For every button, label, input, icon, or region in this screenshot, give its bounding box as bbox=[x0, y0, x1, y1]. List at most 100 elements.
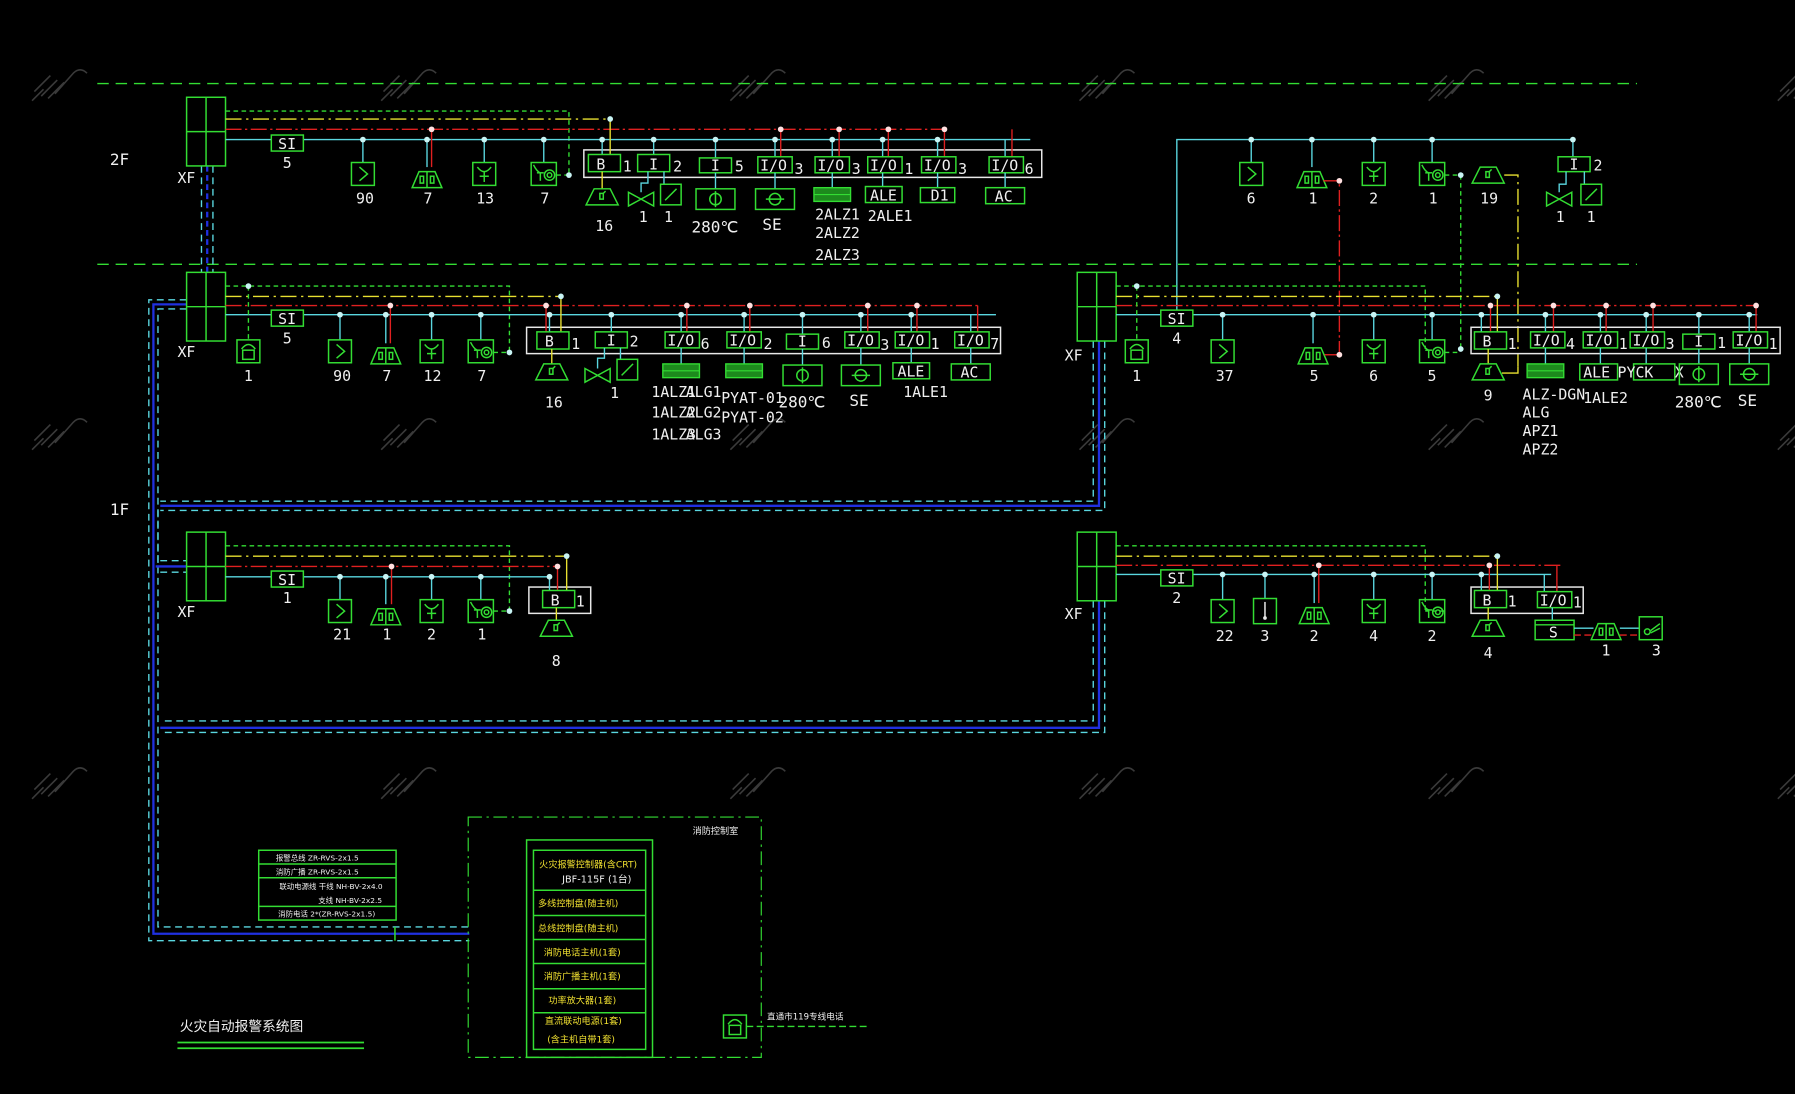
svg-text:XF: XF bbox=[177, 603, 195, 621]
svg-text:联动电源线 干线 NH-BV-2x4.0: 联动电源线 干线 NH-BV-2x4.0 bbox=[279, 881, 383, 891]
svg-text:4: 4 bbox=[1484, 644, 1493, 662]
svg-text:3: 3 bbox=[1666, 335, 1675, 353]
svg-text:报警总线 ZR-RVS-2x1.5: 报警总线 ZR-RVS-2x1.5 bbox=[276, 853, 359, 863]
svg-text:I/O: I/O bbox=[1533, 332, 1560, 350]
svg-text:S: S bbox=[1549, 623, 1558, 641]
svg-text:37: 37 bbox=[1216, 367, 1234, 385]
svg-text:XF: XF bbox=[177, 343, 195, 361]
svg-text:ALG: ALG bbox=[1523, 404, 1550, 422]
svg-text:AC: AC bbox=[995, 187, 1013, 205]
svg-text:1ALZ3: 1ALZ3 bbox=[651, 425, 696, 443]
svg-text:1: 1 bbox=[1508, 593, 1517, 611]
svg-text:消防广播主机(1套): 消防广播主机(1套) bbox=[544, 971, 621, 983]
svg-text:13: 13 bbox=[476, 190, 494, 208]
svg-text:5: 5 bbox=[1310, 367, 1319, 385]
svg-text:1ALE2: 1ALE2 bbox=[1583, 389, 1628, 407]
svg-text:I/O: I/O bbox=[1632, 332, 1659, 350]
svg-text:ALG2: ALG2 bbox=[686, 404, 722, 422]
svg-text:ALG1: ALG1 bbox=[686, 383, 722, 401]
svg-text:ALE: ALE bbox=[870, 186, 897, 204]
svg-text:16: 16 bbox=[595, 217, 613, 235]
svg-text:2ALZ1: 2ALZ1 bbox=[815, 206, 860, 224]
svg-text:I/O: I/O bbox=[667, 332, 694, 350]
svg-text:1: 1 bbox=[664, 208, 673, 226]
svg-text:I/O: I/O bbox=[870, 157, 897, 175]
svg-text:ALZ-DGN: ALZ-DGN bbox=[1523, 385, 1586, 403]
svg-text:6: 6 bbox=[1369, 367, 1378, 385]
direct-119-phone-icon bbox=[722, 1014, 748, 1039]
svg-text:I/O: I/O bbox=[847, 332, 874, 350]
svg-text:I/O: I/O bbox=[817, 157, 844, 175]
svg-text:2: 2 bbox=[764, 335, 773, 353]
svg-text:280℃: 280℃ bbox=[691, 217, 738, 236]
svg-text:2: 2 bbox=[1428, 627, 1437, 645]
svg-text:3: 3 bbox=[880, 336, 889, 354]
svg-text:2: 2 bbox=[630, 333, 639, 351]
fire-control-room: 消防控制室 火灾报警控制器(含CRT) JBF-115F (1台) 多线控制盘(… bbox=[467, 816, 868, 1059]
svg-text:4: 4 bbox=[1566, 335, 1575, 353]
svg-text:I: I bbox=[798, 333, 807, 351]
svg-text:7: 7 bbox=[424, 190, 433, 208]
floor-label-1f: 1F bbox=[110, 500, 129, 519]
svg-text:19: 19 bbox=[1480, 190, 1498, 208]
svg-text:2ALE1: 2ALE1 bbox=[868, 207, 913, 225]
svg-text:XF: XF bbox=[177, 169, 195, 187]
svg-text:2ALZ2: 2ALZ2 bbox=[815, 224, 860, 242]
svg-text:消防电话主机(1套): 消防电话主机(1套) bbox=[544, 947, 621, 959]
svg-text:B: B bbox=[1482, 333, 1491, 351]
svg-text:2: 2 bbox=[427, 626, 436, 644]
svg-text:1: 1 bbox=[1429, 190, 1438, 208]
svg-text:1: 1 bbox=[1508, 335, 1517, 353]
svg-text:1: 1 bbox=[1556, 208, 1565, 226]
svg-text:B: B bbox=[551, 591, 560, 609]
svg-text:XF: XF bbox=[1065, 605, 1083, 623]
svg-text:1: 1 bbox=[576, 593, 585, 611]
svg-text:5: 5 bbox=[1428, 367, 1437, 385]
riser-box-2f bbox=[185, 96, 227, 167]
svg-text:2ALZ3: 2ALZ3 bbox=[815, 246, 860, 264]
svg-text:消防控制室: 消防控制室 bbox=[693, 825, 739, 837]
svg-text:I: I bbox=[1569, 155, 1578, 173]
svg-text:3: 3 bbox=[794, 160, 803, 178]
svg-text:1: 1 bbox=[904, 160, 913, 178]
svg-text:消防广播 ZR-RVS-2x1.5: 消防广播 ZR-RVS-2x1.5 bbox=[276, 866, 359, 876]
svg-text:1: 1 bbox=[639, 208, 648, 226]
svg-text:1: 1 bbox=[477, 626, 486, 644]
svg-text:7: 7 bbox=[990, 335, 999, 353]
svg-text:2: 2 bbox=[1310, 627, 1319, 645]
svg-text:PYAT-02: PYAT-02 bbox=[721, 408, 784, 426]
svg-text:ALE: ALE bbox=[1583, 364, 1610, 382]
svg-text:SI: SI bbox=[1168, 310, 1186, 328]
svg-text:280℃: 280℃ bbox=[1675, 392, 1722, 411]
svg-text:多线控制盘(随主机): 多线控制盘(随主机) bbox=[538, 897, 618, 909]
svg-text:1: 1 bbox=[283, 589, 292, 607]
trunk-wiring bbox=[148, 165, 1106, 942]
svg-text:5: 5 bbox=[283, 329, 292, 347]
svg-text:1: 1 bbox=[571, 335, 580, 353]
svg-text:1: 1 bbox=[1587, 208, 1596, 226]
svg-text:1: 1 bbox=[1619, 335, 1628, 353]
svg-text:1ALZ2: 1ALZ2 bbox=[651, 404, 696, 422]
svg-text:I: I bbox=[649, 155, 658, 173]
cable-legend-table: 报警总线 ZR-RVS-2x1.5 消防广播 ZR-RVS-2x1.5 联动电源… bbox=[257, 849, 397, 921]
drawing-title: 火灾自动报警系统图 bbox=[177, 1018, 365, 1050]
svg-text:I/O: I/O bbox=[991, 157, 1018, 175]
svg-text:I/O: I/O bbox=[1540, 591, 1567, 609]
svg-text:2: 2 bbox=[1369, 190, 1378, 208]
svg-text:7: 7 bbox=[382, 367, 391, 385]
svg-text:4: 4 bbox=[1172, 329, 1181, 347]
svg-text:2: 2 bbox=[1172, 589, 1181, 607]
svg-text:2: 2 bbox=[1594, 157, 1603, 175]
svg-text:16: 16 bbox=[545, 393, 563, 411]
svg-text:6: 6 bbox=[822, 334, 831, 352]
svg-text:JBF-115F (1台): JBF-115F (1台) bbox=[561, 872, 631, 885]
svg-text:90: 90 bbox=[333, 367, 351, 385]
svg-text:1ALZ1: 1ALZ1 bbox=[651, 383, 696, 401]
svg-text:1: 1 bbox=[244, 367, 253, 385]
svg-text:I/O: I/O bbox=[957, 332, 984, 350]
